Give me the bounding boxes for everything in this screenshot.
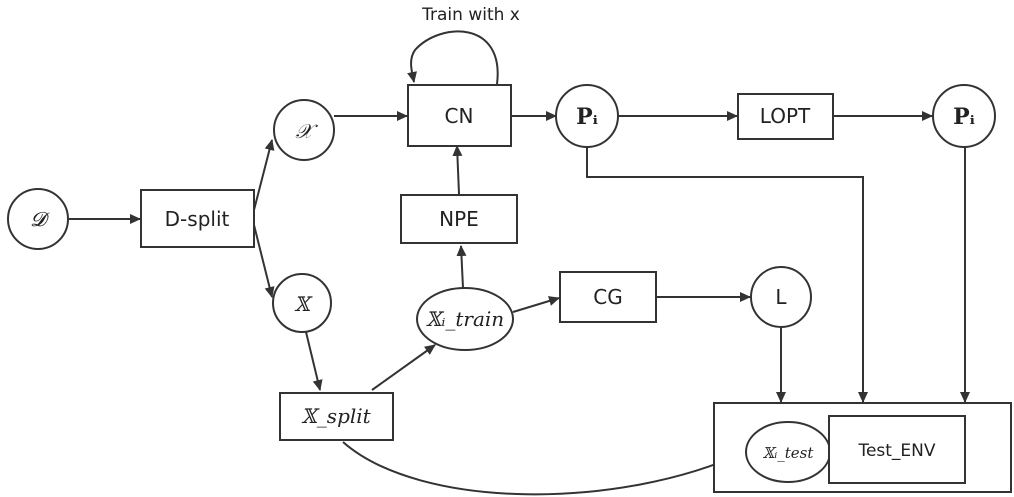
svg-text:𝕏ᵢ_test: 𝕏ᵢ_test	[763, 444, 815, 462]
edge-xtrain-to-cg	[512, 296, 560, 313]
node-npe: NPE	[400, 194, 518, 244]
svg-text:NPE: NPE	[439, 207, 479, 231]
edge-xsplit-to-xtrain	[371, 344, 436, 391]
node-d: 𝓓	[7, 188, 69, 250]
edge-dsplit-to-chi	[253, 139, 275, 211]
node-d-split: D-split	[140, 189, 255, 248]
node-cn: CN	[407, 84, 512, 147]
edge-xsplit-to-xtest	[342, 441, 746, 496]
svg-text:𝕏_split: 𝕏_split	[301, 404, 371, 428]
node-x-test: 𝕏ᵢ_test	[745, 421, 831, 483]
edge-npe-to-cn	[452, 145, 463, 195]
svg-text:𝓓: 𝓓	[30, 207, 50, 231]
svg-text:𝕏: 𝕏	[294, 292, 313, 316]
svg-text:Test_ENV: Test_ENV	[857, 441, 935, 461]
node-chi-x: 𝒳	[273, 99, 335, 161]
loop-label: Train with x	[421, 5, 520, 25]
svg-text:𝐏ᵢ: 𝐏ᵢ	[576, 104, 598, 130]
node-x-train: 𝕏ᵢ_train	[416, 287, 514, 351]
svg-text:𝕏ᵢ_train: 𝕏ᵢ_train	[426, 307, 504, 331]
node-x-split: 𝕏_split	[279, 392, 394, 441]
node-bb-x: 𝕏	[272, 273, 332, 333]
svg-text:𝐏ᵢ: 𝐏ᵢ	[953, 104, 975, 130]
edge-xtrain-to-npe	[456, 245, 467, 289]
node-lopt: LOPT	[737, 93, 834, 140]
edge-cn-self-loop	[407, 30, 499, 85]
node-p-first: 𝐏ᵢ	[555, 84, 619, 148]
edge-dsplit-to-bbx	[253, 224, 275, 298]
svg-text:L: L	[775, 285, 787, 309]
svg-text:CN: CN	[445, 104, 474, 128]
svg-text:D-split: D-split	[165, 207, 230, 231]
edge-bbx-to-xsplit	[305, 331, 323, 391]
svg-text:CG: CG	[593, 285, 622, 309]
node-l: L	[750, 266, 812, 328]
node-cg: CG	[559, 271, 657, 323]
edge-p1-to-test	[586, 147, 868, 403]
svg-text:LOPT: LOPT	[760, 104, 811, 128]
node-p-second: 𝐏ᵢ	[932, 84, 996, 148]
node-test-env: Test_ENV	[828, 415, 966, 484]
